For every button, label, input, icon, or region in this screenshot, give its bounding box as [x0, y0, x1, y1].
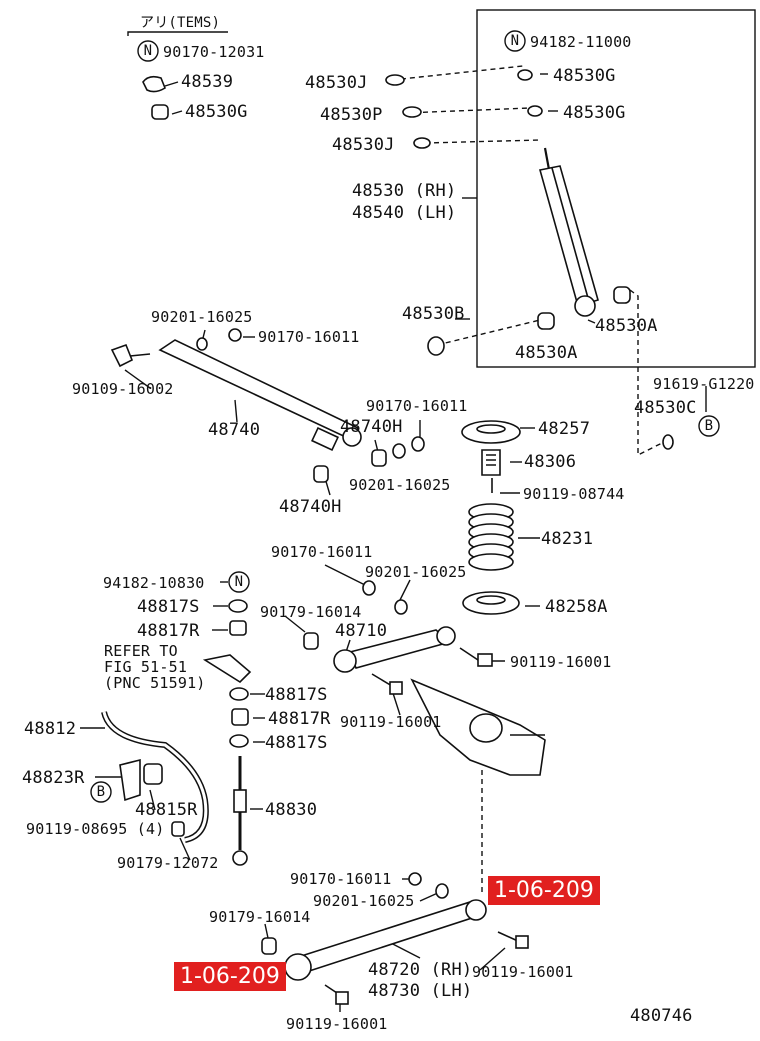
part-label[interactable]: 90201-16025: [313, 892, 415, 910]
diagram-number: 480746: [630, 1006, 693, 1026]
part-label[interactable]: 90179-16014: [209, 908, 311, 926]
part-label[interactable]: 90170-16011: [271, 543, 373, 561]
part-label[interactable]: 48740H: [279, 497, 342, 517]
part-label[interactable]: 90119-16001: [510, 653, 612, 671]
n-symbol-icon: N: [510, 33, 520, 49]
part-label[interactable]: 48817R: [137, 621, 200, 641]
part-label[interactable]: 48823R: [22, 768, 85, 788]
part-label[interactable]: 90119-08695 (4): [26, 820, 165, 838]
b-symbol-icon: B: [96, 784, 106, 800]
part-label[interactable]: 48740H: [340, 417, 403, 437]
part-label[interactable]: 90179-12072: [117, 854, 219, 872]
part-label[interactable]: 48306: [524, 452, 577, 472]
part-label[interactable]: 48815R: [135, 800, 198, 820]
part-label[interactable]: 48817S: [265, 685, 328, 705]
part-48530g-cushion-shape: [151, 104, 169, 120]
part-label[interactable]: 48530G: [563, 103, 626, 123]
n-symbol-icon: N: [234, 574, 244, 590]
part-label[interactable]: 90170-16011: [290, 870, 392, 888]
refer-to-note[interactable]: REFER TO FIG 51-51 (PNC 51591): [104, 643, 206, 691]
part-label[interactable]: 48530G: [553, 66, 616, 86]
part-label[interactable]: 48530G: [185, 102, 248, 122]
shock-absorber-body: [538, 165, 599, 308]
part-label[interactable]: 90201-16025: [151, 308, 253, 326]
part-label[interactable]: 48830: [265, 800, 318, 820]
part-label[interactable]: 48530B: [402, 304, 465, 324]
part-label[interactable]: 90201-16025: [365, 563, 467, 581]
part-label[interactable]: 90170-16011: [258, 328, 360, 346]
part-label[interactable]: 94182-11000: [530, 33, 632, 51]
part-label[interactable]: 90179-16014: [260, 603, 362, 621]
part-label[interactable]: 48530J: [332, 135, 395, 155]
part-label[interactable]: 48258A: [545, 597, 608, 617]
part-label[interactable]: 90119-16001: [340, 713, 442, 731]
part-label[interactable]: 48730 (LH): [368, 981, 473, 1001]
refer-to-line: REFER TO: [104, 642, 178, 660]
part-label[interactable]: 48530A: [515, 343, 578, 363]
part-label[interactable]: 90119-16001: [286, 1015, 388, 1033]
part-label[interactable]: 48231: [541, 529, 594, 549]
refer-to-line: FIG 51-51: [104, 658, 188, 676]
part-label[interactable]: 90109-16002: [72, 380, 174, 398]
part-label[interactable]: 90119-16001: [472, 963, 574, 981]
lateral-rod-48740: [158, 339, 360, 442]
part-label[interactable]: 48710: [335, 621, 388, 641]
part-label[interactable]: 48530C: [634, 398, 697, 418]
part-label[interactable]: 48740: [208, 420, 261, 440]
reference-badge-top[interactable]: 1-06-209: [488, 876, 600, 905]
part-label[interactable]: 48817R: [268, 709, 331, 729]
part-48539-shape: [142, 75, 166, 93]
part-label[interactable]: 48540 (LH): [352, 203, 457, 223]
part-label[interactable]: 48720 (RH): [368, 960, 473, 980]
part-label[interactable]: 90201-16025: [349, 476, 451, 494]
refer-to-line: (PNC 51591): [104, 674, 206, 692]
part-label[interactable]: 48539: [181, 72, 234, 92]
part-label[interactable]: 48530P: [320, 105, 383, 125]
shock-absorber-group-box: [476, 9, 756, 368]
part-label[interactable]: 91619-G1220: [653, 375, 755, 393]
part-label[interactable]: 90170-12031: [163, 43, 265, 61]
part-label[interactable]: 48817S: [137, 597, 200, 617]
reference-badge-bottom[interactable]: 1-06-209: [174, 962, 286, 991]
part-label[interactable]: 48812: [24, 719, 77, 739]
part-label[interactable]: 48817S: [265, 733, 328, 753]
part-label[interactable]: 48530A: [595, 316, 658, 336]
part-label[interactable]: 48530J: [305, 73, 368, 93]
part-label[interactable]: 48257: [538, 419, 591, 439]
part-label[interactable]: 48530 (RH): [352, 181, 457, 201]
tems-bracket: [127, 31, 228, 36]
part-label[interactable]: 94182-10830: [103, 574, 205, 592]
coil-spring-48231: [468, 503, 514, 571]
n-symbol-icon: N: [143, 43, 153, 59]
part-label[interactable]: 90170-16011: [366, 397, 468, 415]
part-label[interactable]: 90119-08744: [523, 485, 625, 503]
b-symbol-icon: B: [704, 418, 714, 434]
tems-note: アリ(TEMS): [140, 15, 221, 31]
